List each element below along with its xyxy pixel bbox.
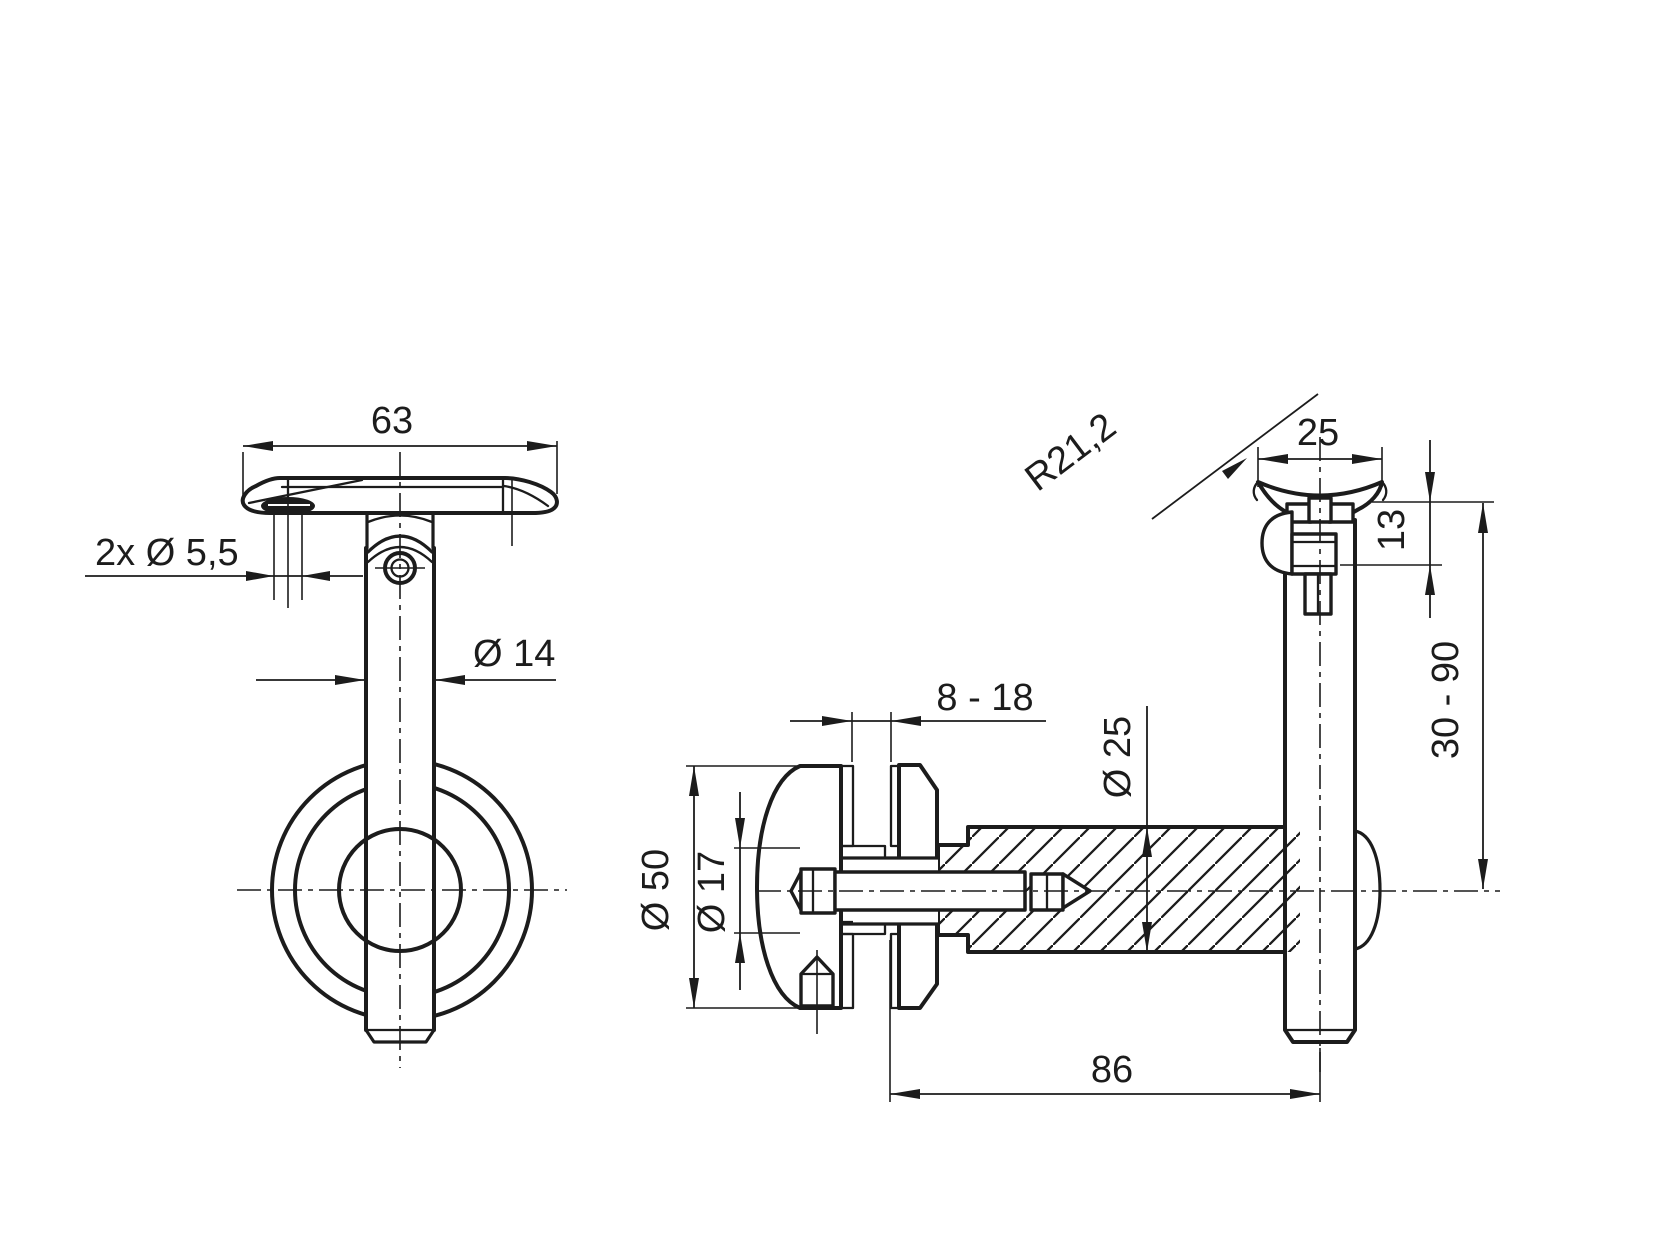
dim-label-saddle-depth: 25 [1297, 412, 1339, 454]
grub-screw [799, 950, 835, 1034]
saddle-bar-right-edge-curve [502, 484, 550, 508]
dim-8-18: 8 - 18 [790, 677, 1046, 762]
neck-edges [365, 511, 435, 550]
dim-14: Ø 14 [256, 633, 556, 685]
dim-86: 86 [889, 940, 1321, 1102]
front-view: 63 2x Ø 5,5 Ø 14 [85, 400, 567, 1068]
dim-13: 13 [1340, 440, 1494, 618]
dim-label-63: 63 [371, 400, 413, 442]
arm-hatch [938, 827, 1300, 952]
saddle-bar-left-edge-curve [247, 478, 364, 505]
gasket-ring-top [839, 844, 887, 860]
dim-label-clamp-offset: 13 [1371, 509, 1413, 551]
dim-2x-5-5: 2x Ø 5,5 [85, 514, 363, 600]
dim-label-height-range: 30 - 90 [1425, 641, 1467, 759]
dim-label-hole-diameter: Ø 17 [691, 851, 733, 933]
clamp-screw-head [1260, 510, 1294, 576]
dim-label-disc-diameter: Ø 50 [635, 849, 677, 931]
dim-label-stem-diameter: Ø 14 [473, 633, 555, 675]
adjustment-collar [1260, 496, 1355, 616]
clamp-disc [755, 764, 843, 1010]
saddle-horn-right [1380, 480, 1388, 502]
dim-25-arm: Ø 25 [1097, 706, 1152, 952]
clamp-nut [1290, 532, 1338, 576]
stem-edges [364, 546, 436, 1032]
saddle-bar-outline [240, 476, 559, 515]
dim-50: Ø 50 [635, 765, 798, 1009]
dim-label-screw-holes: 2x Ø 5,5 [95, 532, 239, 574]
dim-30-90: 30 - 90 [1425, 503, 1488, 889]
dim-63: 63 [242, 400, 558, 497]
dim-label-arm-diameter: Ø 25 [1097, 716, 1139, 798]
clamp-plate [897, 763, 939, 1010]
handrail-saddle [1256, 480, 1384, 522]
dim-25-saddle: 25 [1257, 412, 1383, 487]
stud-boss-lines [841, 856, 940, 926]
dim-label-arm-length: 86 [1091, 1049, 1133, 1091]
dim-label-saddle-radius: R21,2 [1018, 405, 1124, 500]
dim-17: Ø 17 [691, 792, 800, 990]
dim-label-glass-thickness: 8 - 18 [936, 677, 1033, 719]
side-view: 8 - 18 Ø 50 Ø 17 Ø 25 [635, 393, 1500, 1102]
arm-end-cap [1353, 829, 1382, 951]
saddle-horn-left [1252, 480, 1260, 502]
saddle-bar-end-lines [286, 477, 505, 514]
